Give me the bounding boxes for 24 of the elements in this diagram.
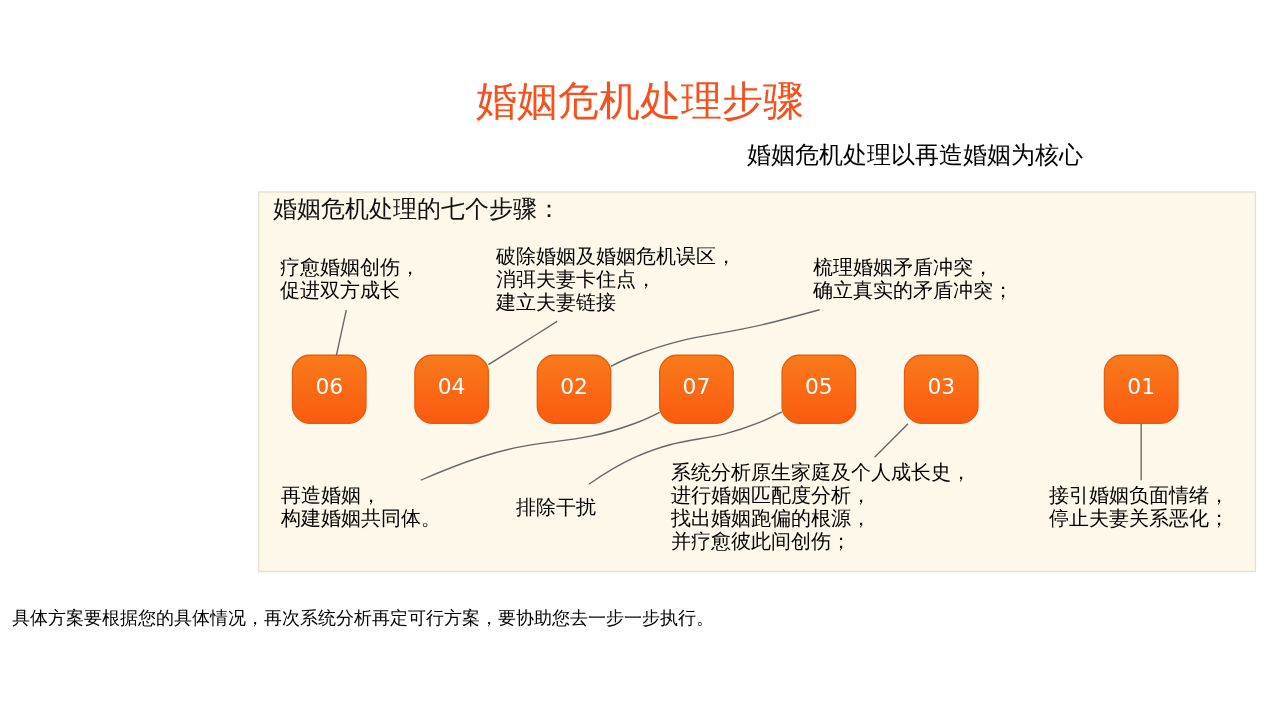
node-text: 系统分析原生家庭及个人成长史，进行婚姻匹配度分析，找出婚姻跑偏的根源，并疗愈彼此间创伤；: [670, 460, 971, 554]
node-box: 05: [781, 354, 857, 424]
label: 婚姻危机处理以再造婚姻为核心: [747, 139, 1084, 169]
connector: [610, 309, 821, 367]
connector: [1140, 423, 1142, 481]
node-box: 07: [659, 354, 734, 424]
node-box: 02: [536, 354, 612, 424]
connector: [873, 423, 909, 458]
connector: [335, 309, 347, 356]
node-text: 破除婚姻及婚姻危机误区，消弭夫妻卡住点，建立夫妻链接: [495, 243, 736, 314]
connector: [420, 411, 661, 481]
label: 具体方案要根据您的具体情况，再次系统分析再定可行方案，要协助您去一步一步执行。: [12, 607, 715, 628]
node-box: 01: [1103, 354, 1179, 424]
node-box: 03: [903, 354, 979, 424]
diagram-title: 婚姻危机处理步骤: [476, 76, 804, 125]
node-text: 梳理婚姻矛盾冲突，确立真实的矛盾冲突；: [812, 255, 1013, 303]
node-text: 接引婚姻负面情绪，停止夫妻关系恶化；: [1048, 483, 1229, 531]
node-text: 疗愈婚姻创伤，促进双方成长: [280, 255, 421, 303]
node-box: 04: [414, 354, 490, 424]
node-box: 06: [291, 354, 367, 424]
node-text: 排除干扰: [516, 494, 597, 519]
connector: [487, 320, 558, 366]
connector: [588, 411, 783, 485]
node-text: 再造婚姻，构建婚姻共同体。: [280, 483, 441, 531]
